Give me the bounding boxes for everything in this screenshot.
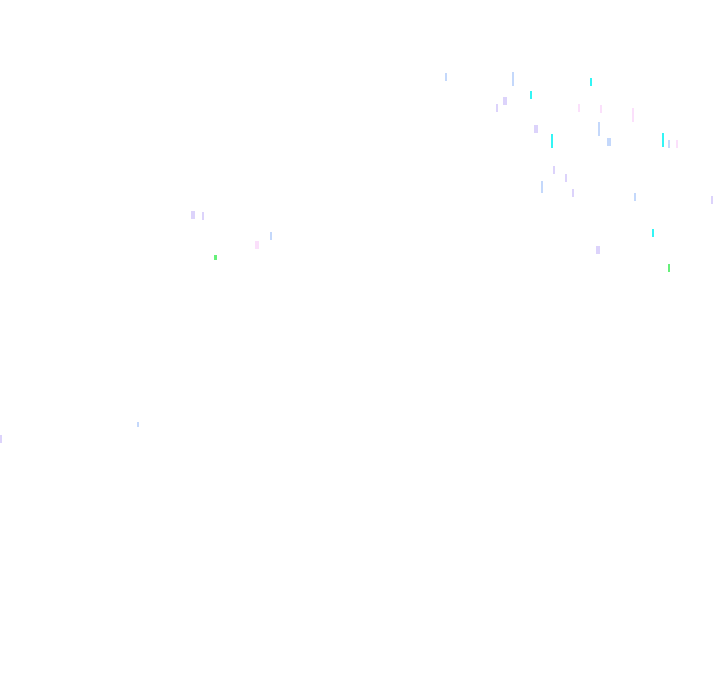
artifact-mark [503, 97, 507, 105]
artifact-mark [600, 105, 602, 113]
artifact-mark [668, 140, 670, 148]
artifact-mark [596, 246, 600, 254]
artifact-mark [553, 166, 555, 174]
artifact-mark [534, 125, 538, 133]
artifact-mark [445, 73, 447, 81]
artifact-mark [676, 140, 678, 148]
artifact-mark [0, 435, 2, 443]
artifact-mark [652, 229, 654, 237]
artifact-mark [541, 181, 543, 193]
artifact-mark [202, 212, 204, 220]
artifact-mark [270, 232, 272, 240]
artifact-mark [214, 255, 217, 260]
artifact-mark [634, 193, 636, 201]
artifact-mark [255, 241, 259, 249]
artifact-mark [668, 264, 670, 272]
artifact-mark [598, 122, 600, 136]
artifact-mark [662, 133, 664, 147]
artifact-mark [578, 104, 580, 112]
artifact-mark [711, 196, 713, 204]
artifact-mark [632, 108, 634, 122]
artifact-mark [512, 72, 514, 86]
artifact-mark [572, 189, 574, 197]
artifact-mark [590, 78, 592, 86]
artifact-mark [551, 134, 553, 148]
artifact-mark [530, 91, 532, 99]
artifact-mark [565, 174, 567, 182]
artifact-mark [137, 422, 139, 427]
artifact-mark [607, 138, 611, 146]
artifact-mark [496, 104, 498, 112]
artifact-mark [191, 211, 195, 219]
